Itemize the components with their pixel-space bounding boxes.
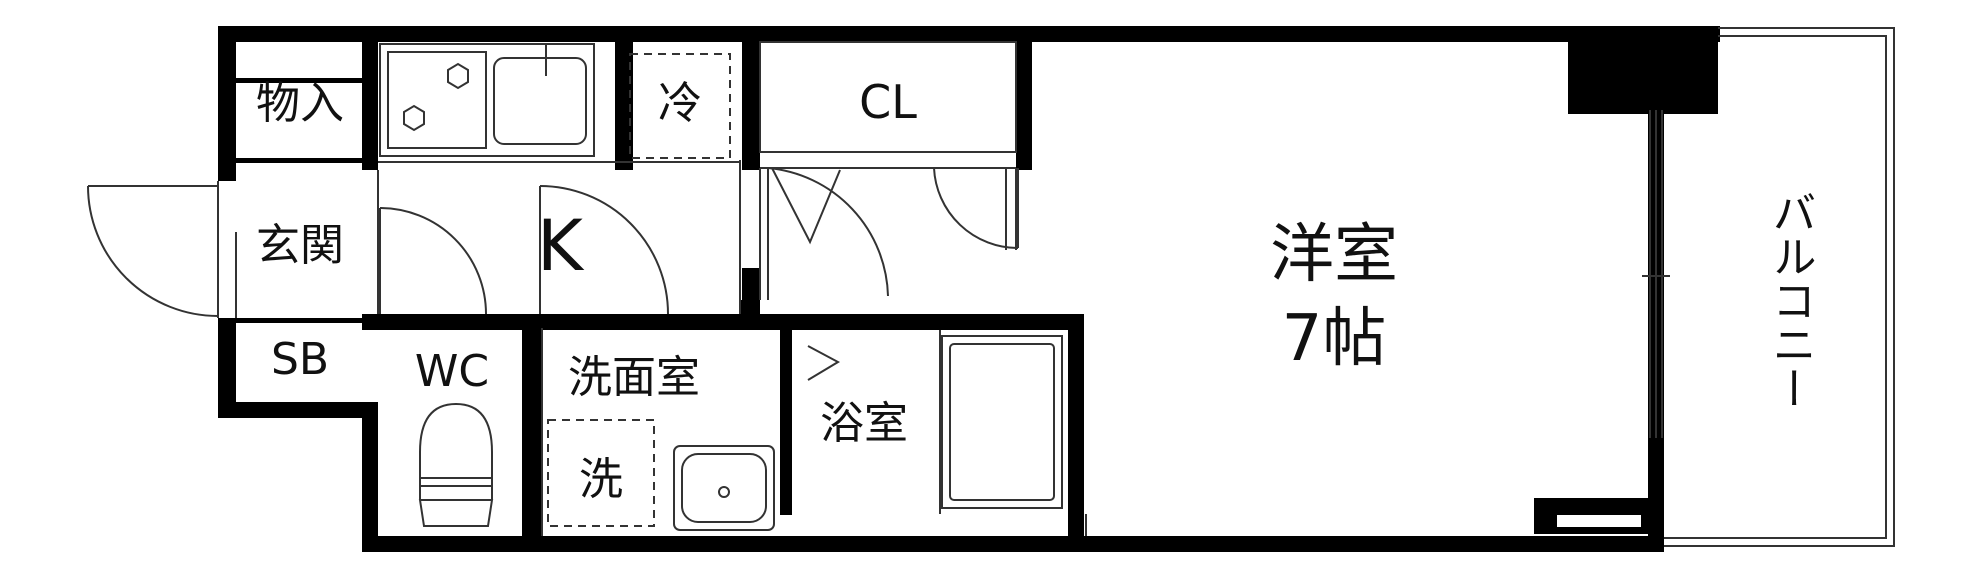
washroom-label: 洗面室	[568, 352, 700, 403]
bathtub	[941, 335, 1063, 509]
kitchen-label: K	[537, 205, 585, 287]
column-inner	[1555, 513, 1643, 529]
closet-label: CL	[859, 75, 917, 129]
western-room-label: 洋室	[1270, 218, 1398, 292]
washbasin	[673, 445, 775, 531]
balcony-label: バルコニー	[1765, 190, 1816, 410]
washer-label: 洗	[579, 454, 623, 505]
outer-walls	[218, 26, 1720, 552]
balcony-outline	[1664, 27, 1895, 547]
door-swings	[379, 167, 1019, 381]
entrance-label: 玄関	[256, 220, 344, 271]
shoe-box-label: SB	[271, 334, 329, 385]
fridge-space	[629, 53, 731, 159]
interior-walls	[236, 42, 1084, 546]
entry-door	[87, 181, 219, 318]
storage-label: 物入	[256, 78, 344, 129]
balcony-window	[1642, 110, 1670, 438]
fridge-label: 冷	[658, 78, 702, 129]
closet-box	[759, 41, 1017, 153]
kitchen-counter	[379, 43, 595, 157]
toilet-label: WC	[415, 346, 489, 397]
toilet-fixture	[418, 402, 494, 527]
bathroom-label: 浴室	[820, 398, 908, 449]
western-room-size: 7帖	[1282, 302, 1387, 376]
washer-space	[547, 419, 655, 527]
